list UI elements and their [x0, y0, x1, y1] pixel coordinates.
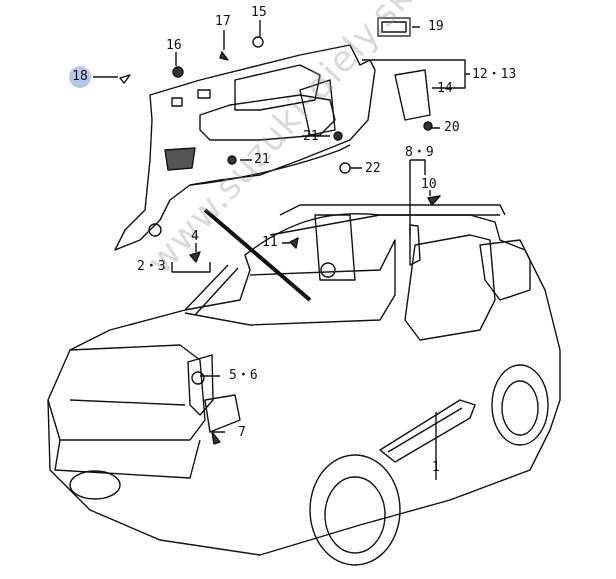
callout-10[interactable]: 10 [421, 177, 437, 192]
callout-21[interactable]: 21 [303, 129, 319, 144]
callout-18[interactable]: 18 [69, 66, 91, 88]
vehicle-body [47, 213, 561, 556]
callout-14[interactable]: 14 [437, 81, 453, 96]
callout-8-9[interactable]: 8・9 [405, 145, 434, 160]
callout-15[interactable]: 15 [251, 5, 267, 20]
callout-16[interactable]: 16 [166, 38, 182, 53]
callout-2-3[interactable]: 2・3 [137, 259, 166, 274]
callout-19[interactable]: 19 [428, 19, 444, 34]
callout-5-6[interactable]: 5・6 [229, 368, 258, 383]
callout-1[interactable]: 1 [432, 460, 440, 475]
callout-12-13[interactable]: 12・13 [472, 67, 517, 82]
callout-17[interactable]: 17 [215, 14, 231, 29]
quarter-trim-panel [114, 44, 376, 251]
callout-11[interactable]: 11 [262, 235, 278, 250]
callout-7[interactable]: 7 [238, 425, 246, 440]
callout-22[interactable]: 22 [365, 161, 381, 176]
callout-21[interactable]: 21 [254, 152, 270, 167]
callout-4[interactable]: 4 [191, 229, 199, 244]
callout-20[interactable]: 20 [444, 120, 460, 135]
side-sill [379, 399, 476, 463]
